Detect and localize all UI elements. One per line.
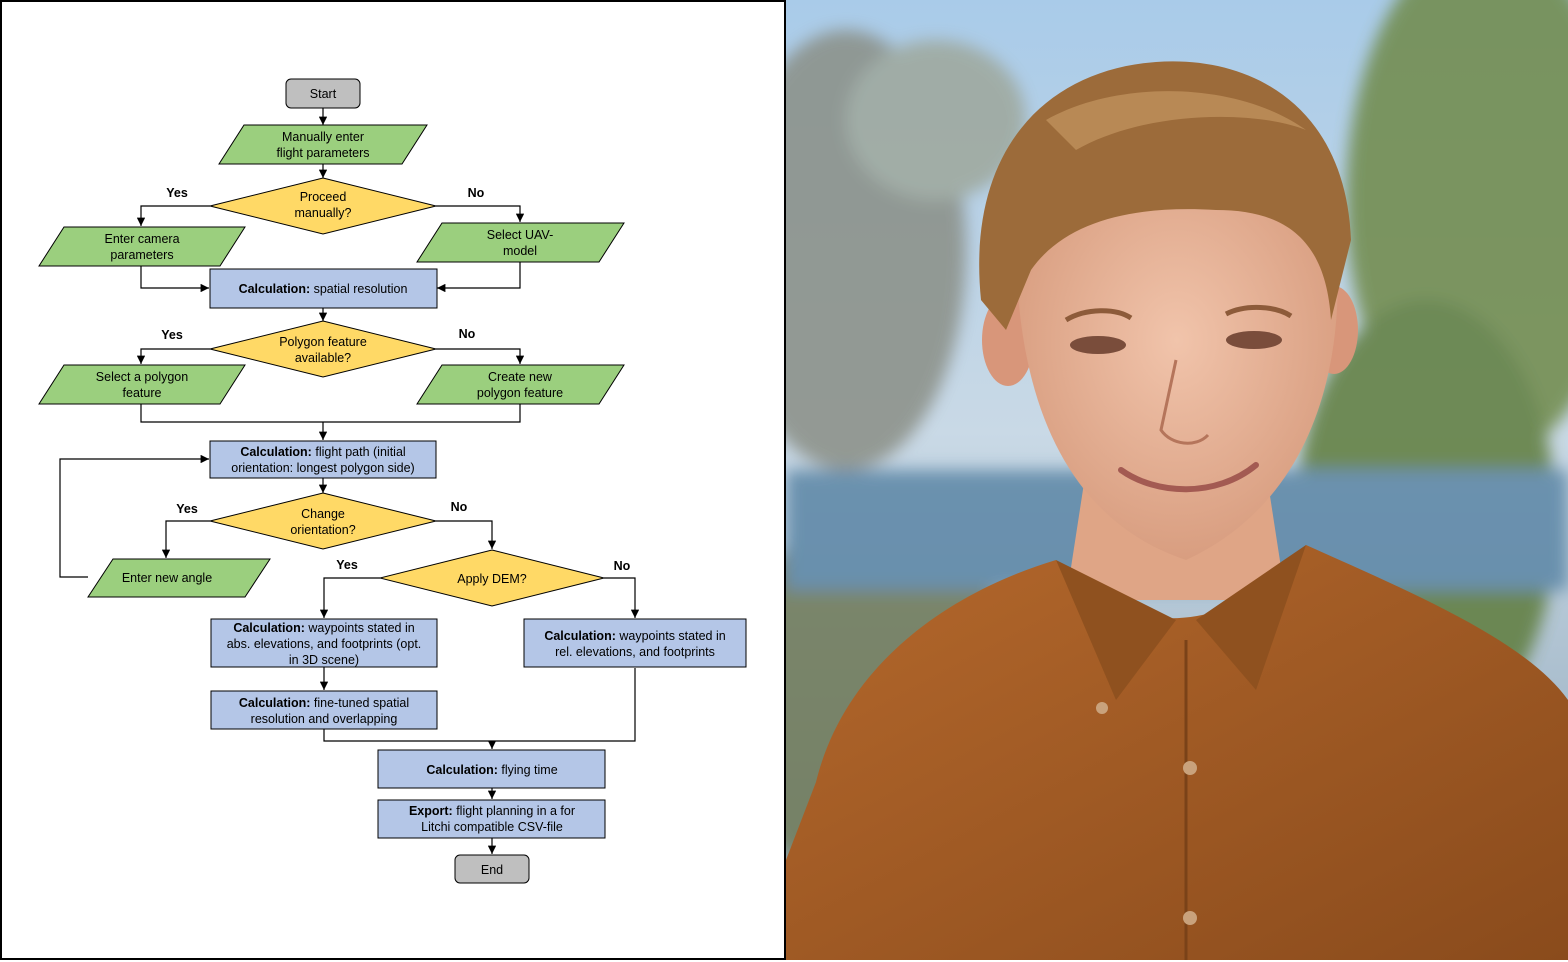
- svg-text:model: model: [503, 244, 537, 258]
- svg-text:Select a polygon: Select a polygon: [96, 370, 188, 384]
- connectors: [59, 108, 640, 854]
- calc-flight-path: Calculation: flight path (initial orient…: [209, 440, 437, 479]
- svg-text:Calculation: fine-tuned spatia: Calculation: fine-tuned spatial: [239, 696, 409, 710]
- svg-text:manually?: manually?: [295, 206, 352, 220]
- flowchart-diagram: Start Manually enter flight parameters P…: [38, 78, 747, 884]
- export-csv: Export: flight planning in a for Litchi …: [377, 799, 606, 839]
- svg-text:Create new: Create new: [488, 370, 553, 384]
- apply-dem-decision: Apply DEM?: [379, 549, 605, 607]
- svg-text:Calculation: flying time: Calculation: flying time: [426, 763, 557, 777]
- svg-text:End: End: [481, 863, 503, 877]
- svg-text:Change: Change: [301, 507, 345, 521]
- calc-rel-waypoints: Calculation: waypoints stated in rel. el…: [523, 618, 747, 668]
- svg-text:orientation?: orientation?: [290, 523, 355, 537]
- svg-text:Enter camera: Enter camera: [104, 232, 179, 246]
- select-polygon-input: Select a polygon feature: [38, 364, 246, 405]
- create-polygon-input: Create new polygon feature: [416, 364, 625, 405]
- svg-text:Proceed: Proceed: [300, 190, 347, 204]
- no-label: No: [468, 186, 485, 200]
- svg-text:orientation: longest polygon s: orientation: longest polygon side): [231, 461, 414, 475]
- calc-spatial-resolution: Calculation: spatial resolution: [209, 268, 438, 309]
- yes-label: Yes: [336, 558, 358, 572]
- svg-text:resolution and overlapping: resolution and overlapping: [251, 712, 398, 726]
- svg-text:Apply DEM?: Apply DEM?: [457, 572, 527, 586]
- yes-label: Yes: [176, 502, 198, 516]
- yes-label: Yes: [161, 328, 183, 342]
- svg-text:rel. elevations, and footprint: rel. elevations, and footprints: [555, 645, 715, 659]
- svg-text:available?: available?: [295, 351, 351, 365]
- no-label: No: [614, 559, 631, 573]
- yes-label: Yes: [166, 186, 188, 200]
- portrait-photo: [786, 0, 1568, 960]
- calc-abs-waypoints: Calculation: waypoints stated in abs. el…: [210, 618, 438, 668]
- svg-text:Calculation: waypoints stated: Calculation: waypoints stated in: [544, 629, 725, 643]
- svg-text:Manually enter: Manually enter: [282, 130, 364, 144]
- svg-text:Export: flight planning in a f: Export: flight planning in a for: [409, 804, 575, 818]
- change-orientation-decision: Change orientation?: [209, 492, 437, 550]
- new-angle-input: Enter new angle: [87, 558, 271, 598]
- start-terminal: Start: [285, 78, 361, 109]
- svg-text:Polygon feature: Polygon feature: [279, 335, 367, 349]
- portrait-image: [786, 0, 1568, 960]
- svg-text:abs. elevations, and footprint: abs. elevations, and footprints (opt.: [227, 637, 422, 651]
- manual-params-input: Manually enter flight parameters: [218, 124, 428, 165]
- no-label: No: [451, 500, 468, 514]
- proceed-manually-decision: Proceed manually?: [209, 177, 437, 235]
- svg-text:flight parameters: flight parameters: [276, 146, 369, 160]
- svg-text:Select UAV-: Select UAV-: [487, 228, 553, 242]
- no-label: No: [459, 327, 476, 341]
- camera-params-input: Enter camera parameters: [38, 226, 246, 267]
- calc-flying-time: Calculation: flying time: [377, 749, 606, 789]
- polygon-available-decision: Polygon feature available?: [209, 320, 437, 378]
- end-terminal: End: [454, 854, 530, 884]
- svg-text:Calculation: spatial resolutio: Calculation: spatial resolution: [239, 282, 408, 296]
- uav-model-input: Select UAV- model: [416, 222, 625, 263]
- calc-finetune: Calculation: fine-tuned spatial resoluti…: [210, 690, 438, 730]
- svg-text:Calculation: waypoints stated: Calculation: waypoints stated in: [233, 621, 414, 635]
- svg-text:Calculation: flight path (init: Calculation: flight path (initial: [240, 445, 405, 459]
- svg-text:Enter new angle: Enter new angle: [122, 571, 212, 585]
- svg-text:in 3D scene): in 3D scene): [289, 653, 359, 667]
- svg-text:feature: feature: [123, 386, 162, 400]
- svg-text:parameters: parameters: [110, 248, 173, 262]
- svg-text:polygon feature: polygon feature: [477, 386, 563, 400]
- svg-text:Litchi compatible CSV-file: Litchi compatible CSV-file: [421, 820, 563, 834]
- flowchart-panel: Start Manually enter flight parameters P…: [0, 0, 786, 960]
- svg-text:Start: Start: [310, 87, 337, 101]
